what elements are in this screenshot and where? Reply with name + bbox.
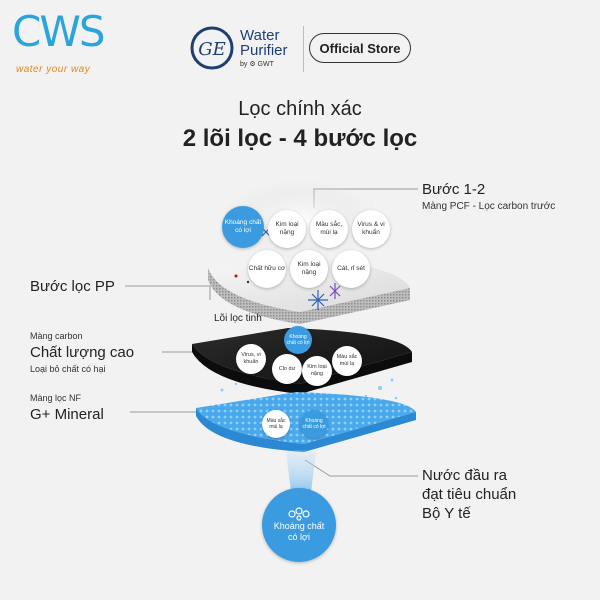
brand-line-purifier: Purifier	[240, 42, 288, 59]
pp-step-label: Bước lọc PP	[30, 278, 115, 295]
official-store-button[interactable]: Official Store	[309, 33, 411, 63]
output-line-3: Bộ Y tế	[422, 505, 471, 522]
water-splash	[220, 378, 398, 400]
mineral-bubble-carbon: Khoáng chất có lợi	[284, 326, 312, 354]
ge-monogram: GE	[198, 39, 226, 60]
contaminant-heavy-metal-1: Kim loại nặng	[268, 210, 306, 248]
brand-line-water: Water	[240, 27, 280, 44]
mineral-line-2: có lợi	[288, 532, 310, 542]
mineral-output-bubble: Khoáng chất có lợi	[262, 488, 336, 562]
ge-logo-icon: GE	[190, 26, 234, 70]
mineral-molecule-icon	[288, 507, 310, 521]
water-purifier-brand: Water Purifier	[240, 28, 288, 58]
output-line-2: đạt tiêu chuẩn	[422, 486, 517, 503]
carbon-color-odor: Màu sắc mùi lạ	[332, 346, 362, 376]
output-line-1: Nước đầu ra	[422, 467, 507, 484]
mineral-bubble-top: Khoáng chất có lợi	[222, 206, 264, 248]
page-title: 2 lõi lọc - 4 bước lọc	[182, 125, 418, 152]
mineral-line-1: Khoáng chất	[273, 521, 325, 531]
step12-title: Bước 1-2	[422, 181, 486, 198]
nf-small-label: Màng lọc NF	[30, 393, 82, 403]
carbon-small-label: Màng carbon	[30, 331, 83, 341]
carbon-residual-chlorine: Clo dư	[272, 354, 302, 384]
nf-big-label: G+ Mineral	[30, 406, 104, 423]
carbon-big-label: Chất lượng cao	[30, 344, 135, 361]
carbon-virus-bacteria: Virus, vi khuẩn	[236, 344, 266, 374]
nf-color-odor: Màu sắc mùi lạ	[262, 410, 290, 438]
water-stream	[286, 450, 316, 500]
leader-output	[304, 459, 418, 477]
contaminant-color-odor: Màu sắc, mùi lạ	[310, 210, 348, 248]
contaminant-sand-rust: Cát, rỉ sét	[332, 250, 370, 288]
contaminant-heavy-metal-2: Kim loại nặng	[290, 250, 328, 288]
carbon-desc: Loại bỏ chất có hại	[30, 364, 106, 374]
mineral-bubble-nf: Khoáng chất có lợi	[300, 410, 328, 438]
contaminant-organic: Chất hữu cơ	[248, 250, 286, 288]
leader-pp	[125, 285, 211, 300]
brand-divider	[303, 26, 304, 72]
output-label: Nước đầu ra đạt tiêu chuẩn Bộ Y tế	[422, 466, 516, 523]
step12-desc: Màng PCF - Lọc carbon trước	[422, 201, 556, 212]
cws-logo: CWS	[12, 7, 106, 56]
fine-core-label: Lõi lọc tinh	[214, 313, 262, 324]
brand-by-gwt: by ⚙ GWT	[240, 61, 274, 68]
contaminant-virus-bacteria: Virus & vi khuẩn	[352, 210, 390, 248]
carbon-heavy-metal: Kim loại nặng	[302, 356, 332, 386]
page-subtitle: Lọc chính xác	[238, 98, 362, 120]
cws-slogan: water your way	[16, 64, 91, 75]
